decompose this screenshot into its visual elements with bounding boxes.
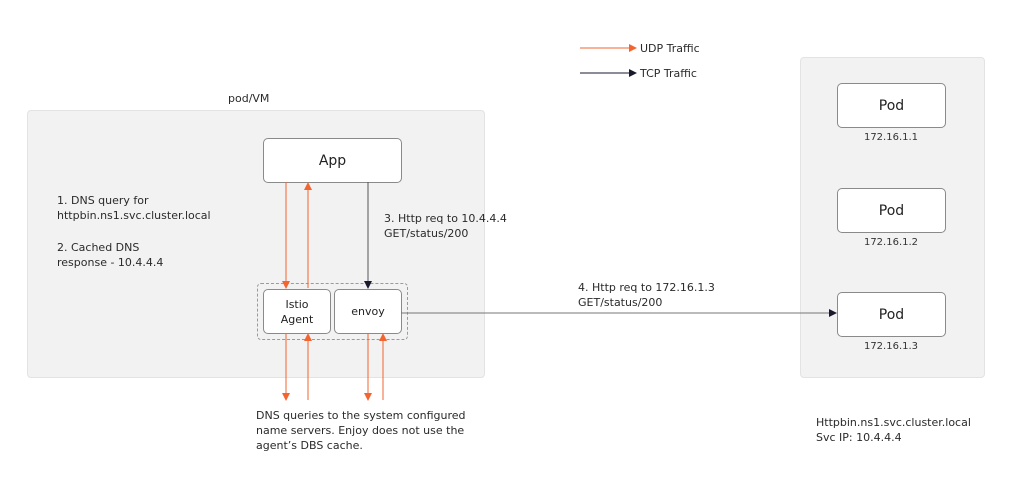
pod-3-label: Pod — [878, 306, 905, 323]
step4-line2: GET/status/200 — [578, 296, 663, 309]
step3-line2: GET/status/200 — [384, 227, 469, 240]
pod-vm-title: pod/VM — [228, 92, 270, 105]
step2-line1: 2. Cached DNS — [57, 241, 140, 254]
dns-note-line2: name servers. Enjoy does not use the — [256, 424, 465, 437]
dns-note-line1: DNS queries to the system configured — [256, 409, 466, 422]
step2-text: 2. Cached DNS response - 10.4.4.4 — [57, 240, 163, 270]
app-node[interactable]: App — [263, 138, 402, 183]
step3-text: 3. Http req to 10.4.4.4 GET/status/200 — [384, 211, 507, 241]
istio-agent-label: Istio Agent — [280, 297, 314, 326]
dns-note: DNS queries to the system configured nam… — [256, 408, 466, 453]
step4-text: 4. Http req to 172.16.1.3 GET/status/200 — [578, 280, 715, 310]
legend-tcp-label: TCP Traffic — [640, 67, 697, 80]
pod-1-ip: 172.16.1.1 — [863, 132, 919, 143]
pod-node-2[interactable]: Pod — [837, 188, 946, 233]
istio-agent-node[interactable]: Istio Agent — [263, 289, 331, 334]
pod-2-label: Pod — [878, 202, 905, 219]
pod-2-ip: 172.16.1.2 — [863, 237, 919, 248]
pod-node-1[interactable]: Pod — [837, 83, 946, 128]
envoy-label: envoy — [351, 305, 385, 318]
dns-note-line3: agent’s DBS cache. — [256, 439, 363, 452]
pod-1-label: Pod — [878, 97, 905, 114]
service-info: Httpbin.ns1.svc.cluster.local Svc IP: 10… — [816, 415, 971, 445]
pod-vm-region — [27, 110, 485, 378]
sidecar-group — [257, 283, 408, 340]
pod-3-ip: 172.16.1.3 — [863, 341, 919, 352]
service-name: Httpbin.ns1.svc.cluster.local — [816, 416, 971, 429]
envoy-node[interactable]: envoy — [334, 289, 402, 334]
app-label: App — [318, 152, 347, 169]
step1-line1: 1. DNS query for — [57, 194, 149, 207]
step2-line2: response - 10.4.4.4 — [57, 256, 164, 269]
step3-line1: 3. Http req to 10.4.4.4 — [384, 212, 507, 225]
legend-udp-label: UDP Traffic — [640, 42, 700, 55]
step1-text: 1. DNS query for httpbin.ns1.svc.cluster… — [57, 193, 211, 223]
step4-line1: 4. Http req to 172.16.1.3 — [578, 281, 715, 294]
service-ip: Svc IP: 10.4.4.4 — [816, 431, 902, 444]
step1-line2: httpbin.ns1.svc.cluster.local — [57, 209, 211, 222]
pod-node-3[interactable]: Pod — [837, 292, 946, 337]
